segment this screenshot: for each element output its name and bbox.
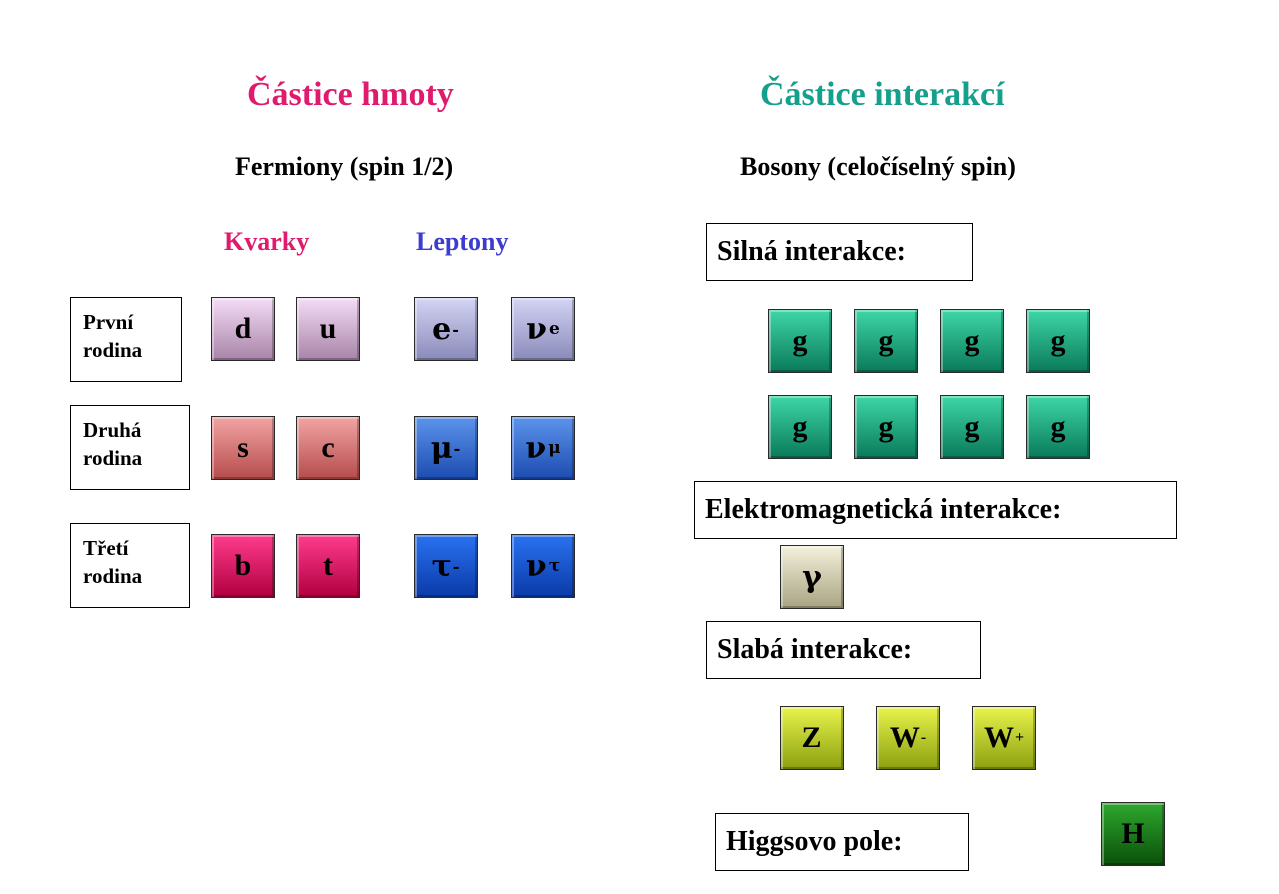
lepton-tile: e- [414,297,478,361]
photon-tile: γ [780,545,844,609]
higgs-field-label: Higgsovo pole: [715,813,969,871]
generation-1-line1: První [83,310,134,334]
gluon-tile: g [940,395,1004,459]
quark-tile: s [211,416,275,480]
lepton-tile: τ- [414,534,478,598]
higgs-tile: H [1101,802,1165,866]
quark-tile: u [296,297,360,361]
quark-tile: t [296,534,360,598]
strong-interaction-label: Silná interakce: [706,223,973,281]
gluon-tile: g [768,395,832,459]
gluon-tile: g [940,309,1004,373]
generation-3-line1: Třetí [83,536,129,560]
weak-boson-tile: Z [780,706,844,770]
quarks-label: Kvarky [224,227,310,256]
fermions-subtitle: Fermiony (spin 1/2) [235,152,454,181]
leptons-label: Leptony [416,227,509,256]
generation-3-box: Třetí rodina [70,523,190,608]
generation-2-line1: Druhá [83,418,142,442]
em-interaction-label: Elektromagnetická interakce: [694,481,1177,539]
gluon-tile: g [768,309,832,373]
generation-1-line2: rodina [83,338,143,362]
gluon-tile: g [854,309,918,373]
generation-1-box: První rodina [70,297,182,382]
lepton-tile: μ- [414,416,478,480]
weak-boson-tile: W+ [972,706,1036,770]
generation-2-line2: rodina [83,446,143,470]
gluon-tile: g [1026,309,1090,373]
quark-tile: d [211,297,275,361]
generation-2-box: Druhá rodina [70,405,190,490]
quark-tile: c [296,416,360,480]
gluon-tile: g [1026,395,1090,459]
weak-boson-tile: W- [876,706,940,770]
gluon-tile: g [854,395,918,459]
weak-interaction-label: Slabá interakce: [706,621,981,679]
interaction-title: Částice interakcí [760,76,1005,113]
bosons-subtitle: Bosony (celočíselný spin) [740,152,1016,181]
quark-tile: b [211,534,275,598]
generation-3-line2: rodina [83,564,143,588]
matter-title: Částice hmoty [247,76,454,113]
